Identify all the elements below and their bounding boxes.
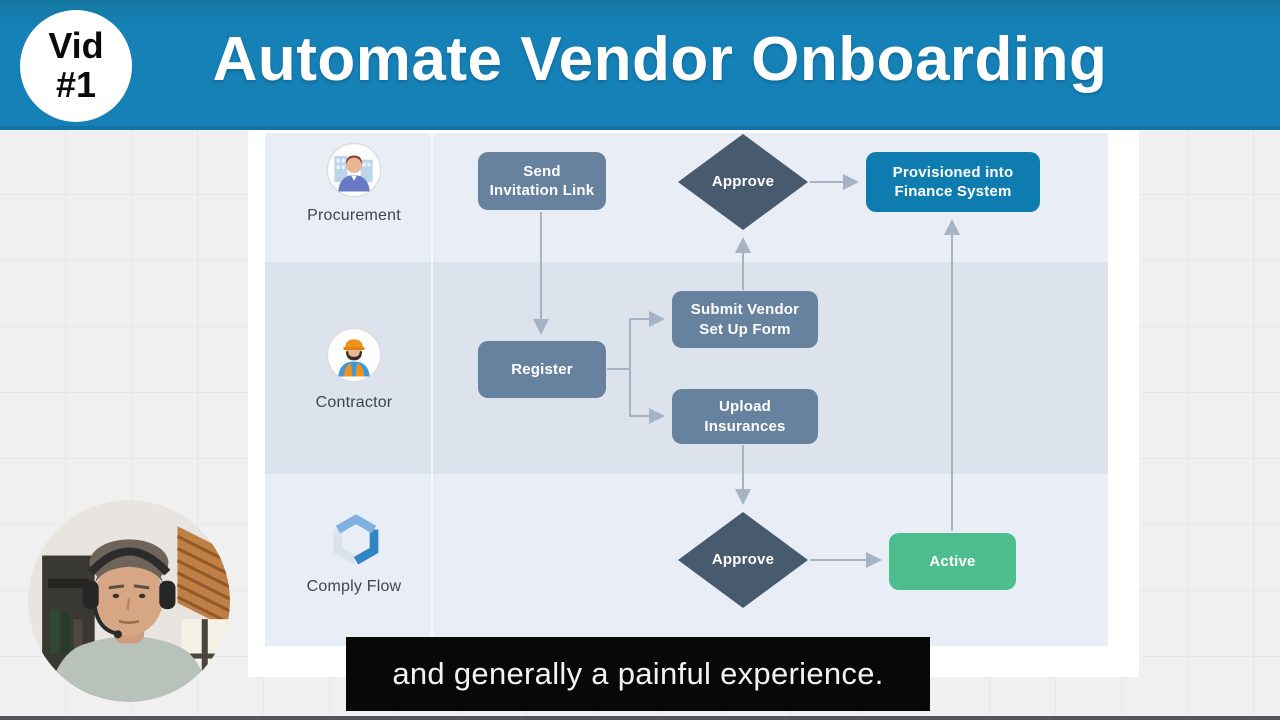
badge-line1: Vid: [48, 25, 104, 67]
caption-text: and generally a painful experience.: [392, 656, 884, 691]
header-bar: Automate Vendor Onboarding: [0, 0, 1280, 130]
webcam-overlay: [28, 500, 230, 702]
page-title: Automate Vendor Onboarding: [212, 25, 1108, 94]
lane-label-divider: [431, 133, 433, 646]
video-number-badge: Vid #1: [20, 10, 132, 122]
node-send-invitation-link: Send Invitation Link: [478, 152, 606, 210]
lane-label-comply-flow: Comply Flow: [306, 578, 402, 595]
node-provisioned-finance-system: Provisioned into Finance System: [866, 152, 1040, 212]
presenter-photo: [28, 500, 230, 702]
lane-label-contractor: Contractor: [315, 394, 393, 411]
badge-line2: #1: [55, 64, 97, 105]
procurement-avatar-icon: [326, 142, 382, 198]
contractor-avatar-icon: [326, 327, 382, 383]
node-submit-vendor-form: Submit Vendor Set Up Form: [672, 291, 818, 348]
node-upload-insurances: Upload Insurances: [672, 389, 818, 444]
comply-flow-logo-icon: [333, 514, 379, 565]
node-active: Active: [889, 533, 1016, 590]
caption-bar: and generally a painful experience.: [346, 637, 930, 711]
lane-label-procurement: Procurement: [307, 207, 401, 224]
node-register: Register: [478, 341, 606, 398]
bottom-edge-strip: [0, 716, 1280, 720]
